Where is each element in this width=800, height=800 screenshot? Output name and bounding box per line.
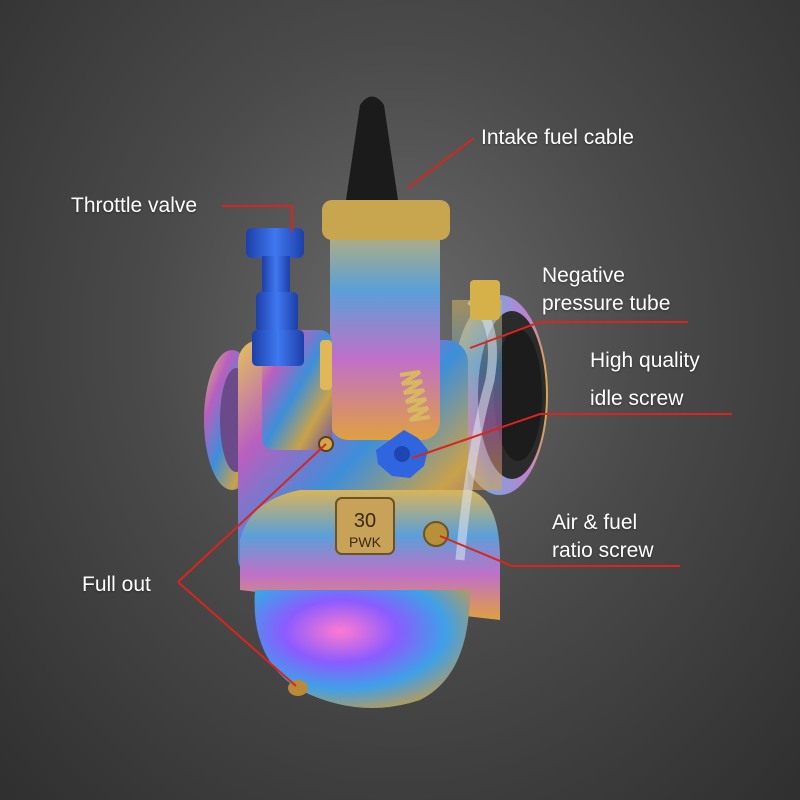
label-ratio-screw: ratio screw [552, 539, 654, 562]
throttle-knob [246, 228, 304, 366]
stamp-model: PWK [349, 534, 382, 550]
label-high-quality: High quality [590, 349, 700, 372]
black-cap [346, 96, 398, 200]
leader-throttle-valve [222, 205, 293, 232]
leader-lines [177, 137, 732, 687]
leader-full-out-lower [177, 581, 297, 687]
ratio-screw [423, 521, 449, 547]
stamp-size: 30 [354, 510, 376, 532]
label-full-out: Full out [82, 573, 151, 596]
leader-intake-fuel-cable [407, 137, 475, 189]
idle-screw [376, 370, 431, 478]
leader-ratio-screw [439, 535, 680, 567]
label-negative: Negative [542, 264, 625, 287]
label-idle-screw: idle screw [590, 387, 684, 410]
leader-idle-screw [411, 413, 732, 459]
label-throttle-valve: Throttle valve [71, 194, 198, 217]
label-intake-fuel-cable: Intake fuel cable [481, 126, 634, 149]
brass-fitting [470, 280, 500, 320]
label-pressure-tube: pressure tube [542, 292, 671, 315]
float-bowl [254, 590, 470, 708]
brass-nipple [320, 340, 332, 390]
leader-negative-pressure-tube [469, 321, 688, 349]
leader-full-out-upper [177, 443, 327, 583]
pressure-tube [455, 296, 497, 561]
label-air-fuel: Air & fuel [552, 511, 638, 534]
